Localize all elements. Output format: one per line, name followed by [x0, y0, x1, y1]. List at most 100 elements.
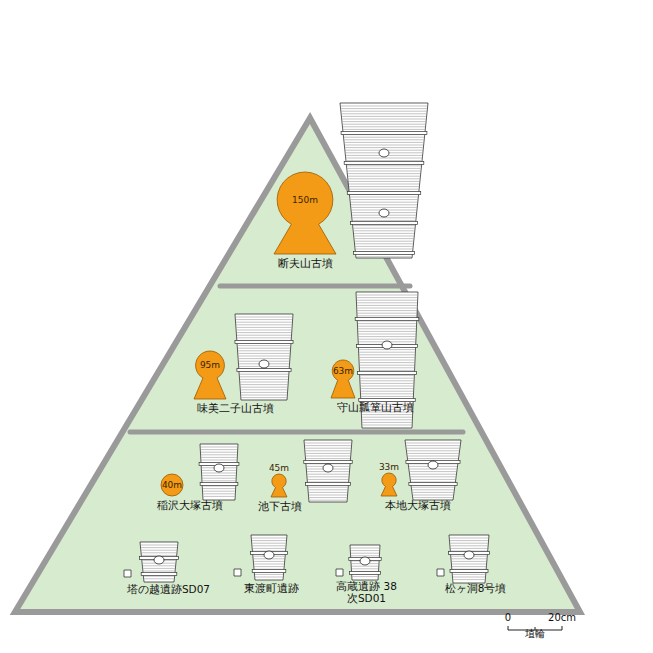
haniwa-stroke: [360, 380, 413, 381]
haniwa-stroke: [241, 389, 287, 390]
haniwa-stroke: [307, 476, 348, 477]
haniwa-stroke: [351, 202, 418, 203]
haniwa-stroke: [357, 313, 416, 314]
haniwa-stroke: [238, 348, 290, 349]
haniwa-stroke: [410, 476, 455, 477]
haniwa-stroke: [349, 184, 419, 185]
haniwa-band: [450, 570, 488, 573]
length-label: 45m: [269, 463, 289, 473]
haniwa-band: [353, 252, 414, 255]
tomb-name: 稲沢大塚古墳: [157, 499, 223, 511]
haniwa-stroke: [255, 577, 283, 578]
length-label: 150m: [292, 195, 318, 205]
haniwa-stroke: [252, 538, 286, 539]
haniwa-stroke: [254, 561, 284, 562]
haniwa-stroke: [347, 168, 420, 169]
haniwa-stroke: [236, 324, 291, 325]
haniwa-stroke: [237, 332, 291, 333]
haniwa-stroke: [309, 492, 348, 493]
haniwa-cylinder: [405, 440, 461, 500]
haniwa-outline: [449, 535, 489, 583]
haniwa-cylinder: [140, 542, 179, 582]
haniwa-stroke: [361, 396, 413, 397]
haniwa-stroke: [309, 489, 348, 490]
haniwa-stroke: [201, 457, 237, 458]
haniwa-band: [358, 372, 417, 375]
haniwa-band: [141, 573, 177, 576]
haniwa-stroke: [450, 545, 487, 546]
haniwa-band: [355, 318, 419, 321]
haniwa-stroke: [203, 488, 235, 489]
haniwa-stroke: [345, 147, 423, 148]
haniwa-stroke: [306, 456, 350, 457]
haniwa-stroke: [361, 383, 414, 384]
haniwa-stroke: [202, 475, 236, 476]
haniwa-stroke: [343, 129, 425, 130]
haniwa-stroke: [450, 538, 489, 539]
haniwa-hole: [154, 556, 164, 564]
haniwa-band: [200, 483, 238, 486]
haniwa-stroke: [358, 315, 417, 316]
haniwa-stroke: [351, 548, 380, 549]
haniwa-stroke: [141, 545, 177, 546]
haniwa-stroke: [309, 497, 347, 498]
haniwa-stroke: [203, 493, 235, 494]
haniwa-stroke: [241, 397, 286, 398]
haniwa-stroke: [240, 382, 288, 383]
haniwa-stroke: [143, 568, 175, 569]
haniwa-stroke: [346, 158, 422, 159]
haniwa-stroke: [254, 564, 284, 565]
haniwa-stroke: [241, 387, 288, 388]
haniwa-stroke: [451, 548, 488, 549]
haniwa-stroke: [252, 540, 286, 541]
haniwa-stroke: [357, 308, 417, 309]
kofun-shape: 63m守山瓢箪山古墳: [331, 360, 355, 398]
site-marker: 塔の越遺跡SD07: [124, 570, 131, 577]
haniwa-stroke: [349, 186, 419, 187]
haniwa-stroke: [203, 496, 234, 497]
haniwa-stroke: [450, 543, 488, 544]
haniwa-stroke: [357, 300, 417, 301]
node-shape: [336, 569, 343, 576]
haniwa-stroke: [341, 108, 427, 109]
haniwa-stroke: [358, 323, 416, 324]
node-outline: [336, 569, 343, 576]
haniwa-stroke: [142, 552, 177, 553]
haniwa-stroke: [354, 230, 415, 231]
haniwa-stroke: [453, 577, 485, 578]
haniwa-stroke: [238, 350, 290, 351]
haniwa-stroke: [306, 458, 350, 459]
haniwa-stroke: [413, 497, 453, 498]
haniwa-stroke: [360, 362, 415, 363]
haniwa-stroke: [143, 565, 175, 566]
haniwa-stroke: [349, 189, 418, 190]
haniwa-stroke: [241, 392, 287, 393]
haniwa-stroke: [361, 386, 414, 387]
haniwa-stroke: [351, 207, 416, 208]
haniwa-band: [347, 192, 420, 195]
haniwa-stroke: [347, 165, 421, 166]
haniwa-stroke: [408, 458, 458, 459]
haniwa-stroke: [452, 564, 486, 565]
haniwa-stroke: [360, 365, 415, 366]
haniwa-stroke: [354, 233, 414, 234]
haniwa-stroke: [357, 297, 418, 298]
haniwa-stroke: [453, 574, 485, 575]
scale-tick: [562, 626, 563, 630]
haniwa-stroke: [308, 479, 349, 480]
haniwa-stroke: [305, 448, 351, 449]
haniwa-stroke: [201, 452, 237, 453]
node-shape: [437, 569, 444, 576]
site-marker: 東渡町遺跡: [234, 569, 241, 576]
tier-divider: [130, 430, 463, 435]
haniwa-stroke: [359, 357, 414, 358]
node-outline: [124, 570, 131, 577]
tomb-name: 本地大塚古墳: [385, 499, 451, 511]
haniwa-stroke: [342, 121, 425, 122]
haniwa-stroke: [346, 160, 421, 161]
haniwa-stroke: [355, 243, 413, 244]
tomb-name: 味美二子山古墳: [197, 402, 274, 414]
haniwa-outline: [140, 542, 178, 582]
